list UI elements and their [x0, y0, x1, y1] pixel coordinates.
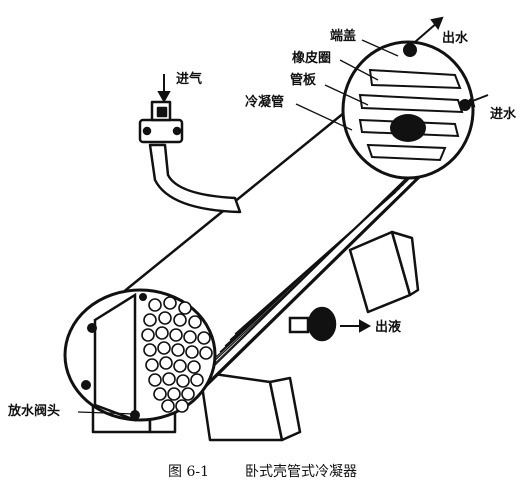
label-rubber-ring: 橡皮圈: [292, 50, 331, 66]
liquid-outlet-valve: [288, 306, 337, 342]
label-steam-inlet: 进气: [176, 71, 202, 87]
rear-end-cover: [341, 40, 475, 180]
label-tube-sheet: 管板: [290, 72, 317, 88]
water-out-arrow: [414, 16, 444, 43]
figure-title: 卧式壳管式冷凝器: [245, 463, 357, 480]
label-end-cover: 端盖: [330, 28, 356, 44]
liquid-out-arrow: [340, 319, 372, 333]
steam-inlet-arrow: [157, 74, 171, 104]
steam-inlet-pipe: [138, 100, 242, 214]
front-tube-sheet: [63, 288, 217, 422]
label-condenser-tube: 冷凝管: [245, 94, 284, 110]
water-in-arrow: [464, 94, 489, 108]
label-water-out: 出水: [442, 30, 469, 46]
figure-number: 图 6-1: [168, 464, 209, 480]
leader-lines: [77, 39, 399, 415]
support-saddle-rear: [348, 230, 420, 314]
label-water-in: 进水: [490, 106, 517, 122]
label-liquid-out: 出液: [375, 319, 401, 335]
label-drain-valve: 放水阀头: [7, 403, 60, 419]
